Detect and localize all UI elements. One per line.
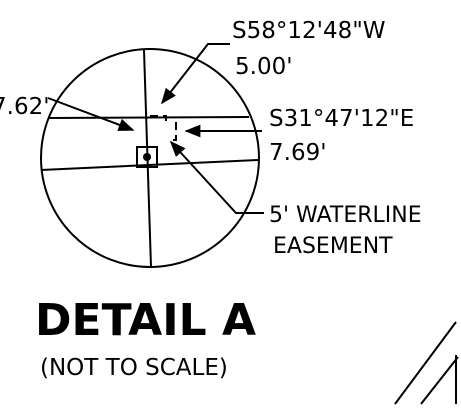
partial-line-inner [420, 356, 459, 405]
easement-label-line1: 5' WATERLINE [269, 203, 422, 228]
detail-subtitle: (NOT TO SCALE) [40, 355, 228, 381]
distance-top-label: 5.00' [235, 54, 293, 80]
easement-dashed-boundary [150, 115, 177, 141]
monument-square [136, 146, 158, 168]
leader-top [161, 43, 230, 105]
distance-left-label: 7.62' [0, 94, 50, 120]
partial-line-outer [394, 321, 457, 405]
bearing-right-label: S31°47'12"E [269, 106, 414, 132]
leader-easement [169, 140, 264, 214]
property-line-lower [40, 159, 259, 171]
bearing-top-label: S58°12'48"W [232, 18, 386, 44]
easement-label-line2: EASEMENT [273, 234, 393, 259]
property-line-upper [47, 116, 250, 119]
distance-right-label: 7.69' [269, 140, 327, 166]
detail-title: DETAIL A [35, 295, 256, 346]
monument-dot [143, 153, 151, 161]
leader-left [47, 97, 135, 131]
